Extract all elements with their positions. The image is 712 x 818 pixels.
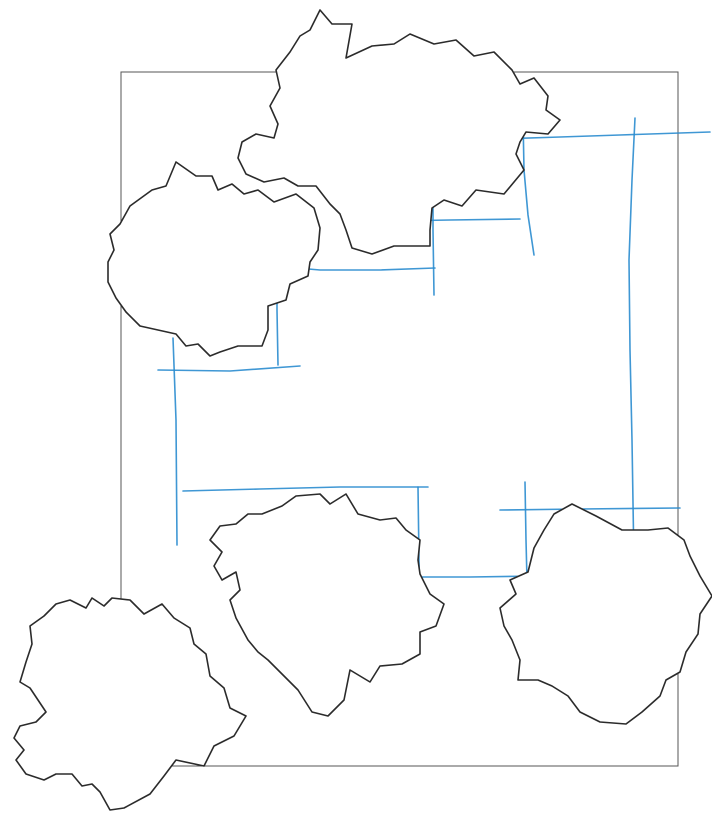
shrub-right [500, 504, 712, 724]
shrubs [14, 10, 712, 810]
path-stroke [158, 366, 300, 371]
path-stroke [500, 508, 680, 510]
path-stroke [173, 338, 177, 545]
shrub-left [108, 162, 320, 356]
path-stroke [183, 487, 428, 491]
path-stroke [525, 482, 527, 580]
shrub-bottom-left [14, 598, 246, 810]
shrub-bottom-center [210, 494, 444, 716]
path-stroke [629, 118, 635, 565]
